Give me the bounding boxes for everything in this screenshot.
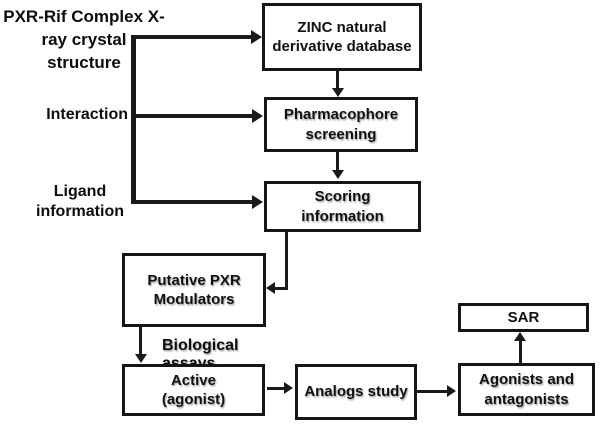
- arrow-pharmacophore-to-scoring-head: [332, 170, 344, 179]
- arrow-putative-to-active-head: [135, 354, 147, 363]
- flow-node-zinc-database: ZINC natural derivative database: [262, 3, 422, 71]
- arrow-ligand-to-scoring-head: [252, 195, 263, 209]
- label-crystal-structure: PXR-Rif Complex X- ray crystal structure: [3, 7, 165, 72]
- flow-node-putative-pxr-modulators: Putative PXR Modulators: [122, 253, 266, 327]
- arrow-pharmacophore-to-scoring-shaft: [336, 152, 339, 171]
- arrow-interaction-to-pharmacophore-shaft: [131, 114, 253, 118]
- arrow-scoring-to-putative-vertical: [285, 232, 288, 290]
- trunk-line: [131, 35, 136, 204]
- flow-node-agonists-antagonists: Agonists and antagonists: [458, 363, 595, 416]
- arrow-analogs-to-agonists-head: [447, 385, 456, 397]
- label-interaction: Interaction: [46, 106, 128, 123]
- label-ligand-information: Ligand information: [36, 183, 124, 220]
- arrow-crystal-to-zinc-head: [251, 30, 262, 44]
- arrow-putative-to-active-shaft: [139, 327, 142, 355]
- arrow-active-to-analogs-shaft: [267, 387, 285, 390]
- flow-node-scoring-information: Scoring information: [264, 181, 421, 232]
- flow-node-active-agonist: Active (agonist): [122, 364, 265, 416]
- flow-node-pharmacophore-screening: Pharmacophore screening: [264, 97, 418, 152]
- arrow-agonists-to-sar-shaft: [519, 340, 522, 363]
- arrow-interaction-to-pharmacophore-head: [252, 109, 263, 123]
- arrow-analogs-to-agonists-shaft: [417, 390, 448, 393]
- arrow-scoring-to-putative-head: [266, 282, 275, 294]
- arrow-agonists-to-sar-head: [514, 332, 526, 341]
- arrow-zinc-to-pharmacophore-shaft: [336, 71, 339, 89]
- arrow-active-to-analogs-head: [284, 382, 293, 394]
- arrow-scoring-to-putative-horizontal: [274, 287, 288, 290]
- arrow-ligand-to-scoring-shaft: [131, 200, 253, 204]
- flow-node-analogs-study: Analogs study: [295, 364, 417, 420]
- arrow-zinc-to-pharmacophore-head: [332, 88, 344, 97]
- flow-node-sar: SAR: [458, 303, 589, 332]
- arrow-crystal-to-zinc-shaft: [131, 35, 252, 39]
